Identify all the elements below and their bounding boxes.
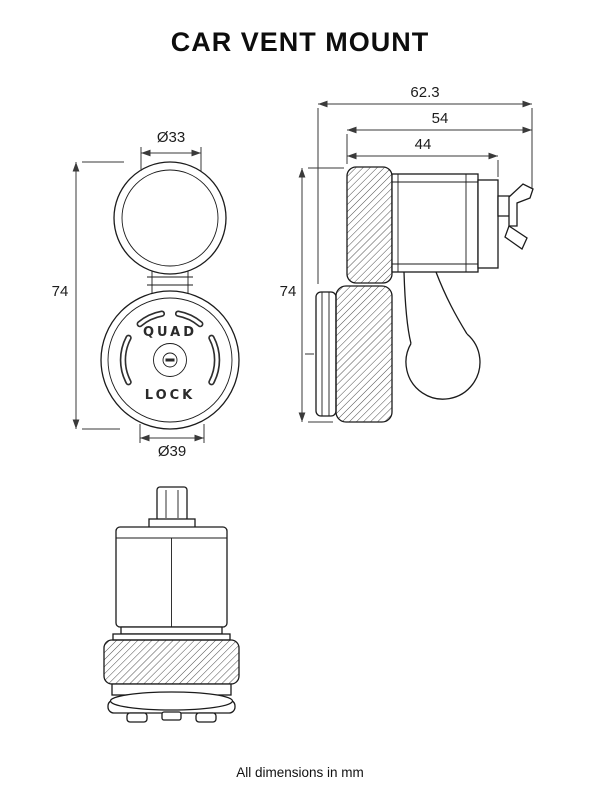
base-foot-right	[195, 712, 217, 723]
side-view	[305, 166, 534, 423]
dim-front-bottom-diameter: Ø39	[139, 424, 205, 460]
dim-side-head-width-label: 44	[415, 136, 432, 153]
mount-face-slots	[119, 310, 221, 386]
dim-front-top-diameter: Ø33	[140, 129, 202, 171]
base-foot-center	[161, 711, 182, 721]
footer-note: All dimensions in mm	[236, 765, 364, 780]
side-knurled-ring	[346, 166, 393, 284]
dimensions: Ø33 74 Ø39 62.3	[52, 84, 533, 460]
dim-side-height-label: 74	[280, 283, 297, 300]
page-title: CAR VENT MOUNT	[170, 27, 430, 57]
side-knurled-nut	[335, 285, 393, 423]
dim-front-bottom-diameter-label: Ø39	[158, 443, 186, 460]
side-flange	[315, 291, 337, 417]
dim-front-height: 74	[52, 161, 124, 430]
dim-front-height-label: 74	[52, 283, 69, 300]
quadlock-logo-icon	[153, 343, 187, 377]
front-view: QUAD LOCK	[100, 161, 240, 430]
side-end-cap	[477, 179, 499, 269]
base-foot-left	[126, 712, 148, 723]
dim-side-total-width-label: 62.3	[410, 84, 439, 101]
brand-word-quad: QUAD	[143, 325, 197, 340]
ball-joint-arm	[403, 271, 481, 400]
dim-side-mid-width-label: 54	[432, 110, 449, 127]
dim-side-total-width: 62.3	[317, 84, 533, 284]
brand-word-lock: LOCK	[145, 388, 196, 403]
bottom-view	[103, 486, 240, 723]
vent-clip-lever	[497, 183, 534, 250]
dim-side-head-width: 44	[347, 136, 499, 177]
dim-front-top-diameter-label: Ø33	[157, 129, 185, 146]
bottom-tab	[156, 486, 188, 522]
bottom-knurled-ring	[103, 639, 240, 685]
side-head-body	[391, 173, 479, 273]
dim-side-height: 74	[280, 167, 344, 423]
vent-clip-ring	[113, 161, 227, 275]
